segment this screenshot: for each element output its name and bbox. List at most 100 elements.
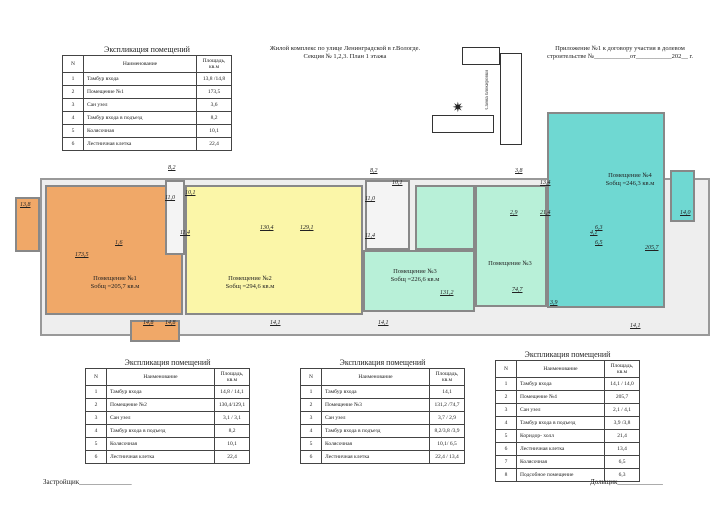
row-number: 1 [85, 385, 107, 399]
row-area: 22,4 [214, 450, 250, 464]
room-area-label: 6,5 [595, 240, 603, 246]
row-area: 2,1 / 4,1 [604, 403, 640, 417]
row-number: 6 [495, 442, 517, 456]
row-name: Колясочная [106, 437, 215, 451]
col-n: N [495, 360, 517, 378]
room-1[interactable] [45, 185, 183, 315]
appendix-line-2: строительстве №___________от___________2… [546, 53, 694, 60]
room-area-label: 205,7 [645, 245, 659, 251]
room-area-label: 14,8 [165, 320, 176, 326]
stairwell-2 [365, 180, 410, 250]
room-2[interactable] [185, 185, 363, 315]
row-name: Тамбур входа [106, 385, 215, 399]
row-name: Помещение №2 [106, 398, 215, 412]
row-area: 6,5 [604, 455, 640, 469]
project-title: Жилой комплекс по улице Ленинградской в … [255, 45, 435, 61]
row-area: 3,1 / 3,1 [214, 411, 250, 425]
room-area-label: 8,2 [168, 165, 176, 171]
row-name: Тамбур входа в подъезд [516, 416, 605, 430]
row-number: 4 [62, 111, 84, 125]
row-area: 10,1 [196, 124, 232, 138]
room-area-label: 21,4 [540, 210, 551, 216]
room-4-vestibule[interactable] [670, 170, 695, 222]
row-name: Помещение №1 [83, 85, 197, 99]
row-number: 6 [85, 450, 107, 464]
row-area: 3,7 / 2,9 [429, 411, 465, 425]
row-number: 3 [85, 411, 107, 425]
room-area-label: 13,4 [540, 180, 551, 186]
row-name: Сан узел [321, 411, 430, 425]
room-4[interactable] [547, 112, 665, 308]
row-name: Тамбур входа [516, 377, 605, 391]
room-area-label: 8,2 [370, 168, 378, 174]
col-area: Площадь, кв.м [214, 368, 250, 386]
table-title: Экспликация помещений [524, 350, 611, 359]
row-name: Помещение №3 [321, 398, 430, 412]
row-name: Тамбур входа в подъезд [83, 111, 197, 125]
shareholder-signature[interactable]: Дольщик_____________ [590, 478, 663, 486]
room-area-label: 14,0 [680, 210, 691, 216]
row-area: 14,8 / 14,1 [214, 385, 250, 399]
row-name: Лестничная клетка [106, 450, 215, 464]
row-name: Сан узел [106, 411, 215, 425]
row-area: 130,4/129,1 [214, 398, 250, 412]
row-area: 131,2 /74,7 [429, 398, 465, 412]
developer-signature[interactable]: Застройщик_______________ [43, 478, 132, 486]
scheme-block-1 [462, 47, 500, 65]
room-area-label: 2,9 [510, 210, 518, 216]
room-area-label: 74,7 [512, 287, 523, 293]
col-name: Наименование [321, 368, 430, 386]
room-3b[interactable] [475, 185, 547, 307]
row-area: 22,4 / 13,4 [429, 450, 465, 464]
row-name: Сан узел [83, 98, 197, 112]
project-line-2: Секция № 1,2,3. План 1 этажа [303, 53, 387, 60]
room-area-label: 131,2 [440, 290, 454, 296]
row-area: 13,4 [604, 442, 640, 456]
room-3[interactable] [363, 250, 475, 312]
scheme-block-2 [500, 53, 522, 145]
room-area-label: 11,4 [180, 230, 191, 236]
project-line-1: Жилой комплекс по улице Ленинградской в … [269, 45, 421, 52]
stairwell-1 [165, 180, 185, 255]
row-area: 3,6 [196, 98, 232, 112]
row-number: 6 [62, 137, 84, 151]
row-number: 6 [300, 450, 322, 464]
row-area: 14,1 / 14,0 [604, 377, 640, 391]
room-area-label: 11,4 [365, 233, 376, 239]
room-area-label: 3,8 [515, 168, 523, 174]
row-name: Лестничная клетка [516, 442, 605, 456]
row-area: 10,1 [214, 437, 250, 451]
row-name: Тамбур входа [321, 385, 430, 399]
room-3-upper[interactable] [415, 185, 475, 250]
room-area-label: 130,4 [260, 225, 274, 231]
room-1-vestibule-2[interactable] [130, 320, 180, 342]
row-number: 3 [300, 411, 322, 425]
col-n: N [300, 368, 322, 386]
room-area-label: 14,8 [143, 320, 154, 326]
compass-icon: ✷ [452, 101, 464, 116]
scheme-block-3 [432, 115, 494, 133]
room-1-vestibule[interactable] [15, 197, 40, 252]
row-area: 10,1/ 6,5 [429, 437, 465, 451]
row-area: 3,9 /3,8 [604, 416, 640, 430]
table-title: Экспликация помещений [104, 45, 190, 54]
